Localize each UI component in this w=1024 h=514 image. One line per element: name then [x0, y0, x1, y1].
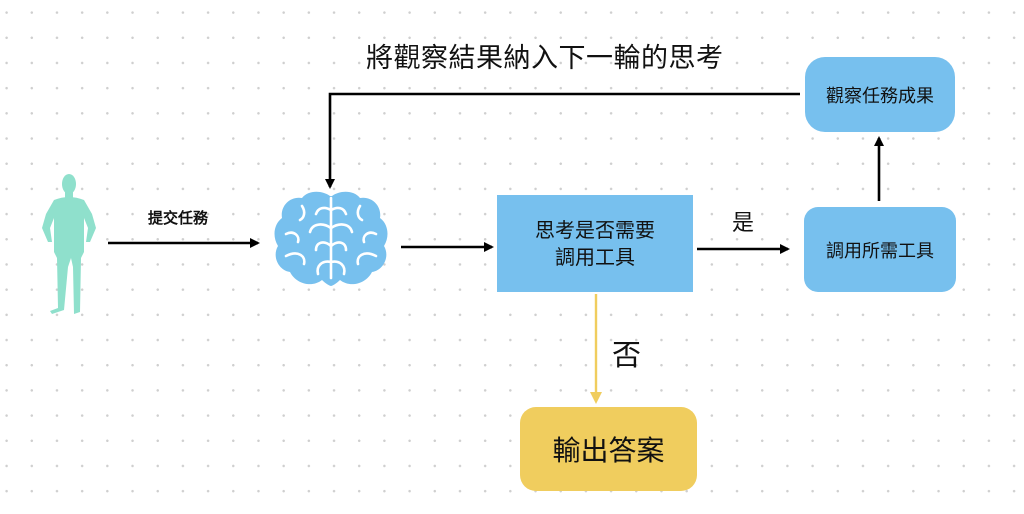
arrow-feedback	[325, 92, 800, 189]
observe-results-node[interactable]: 觀察任務成果	[805, 57, 955, 132]
decide-line-2: 調用工具	[555, 244, 635, 269]
brain-icon	[274, 191, 388, 286]
observe-results-label: 觀察任務成果	[826, 85, 934, 107]
person-icon	[42, 174, 96, 314]
submit-task-label: 提交任務	[148, 209, 209, 227]
call-tools-label: 調用所需工具	[826, 240, 934, 262]
call-tools-node[interactable]: 調用所需工具	[804, 207, 956, 292]
yes-label: 是	[732, 211, 755, 236]
decide-line-1: 思考是否需要	[535, 217, 655, 242]
output-answer-label: 輸出答案	[552, 434, 665, 467]
decide-tool-node[interactable]: 思考是否需要 調用工具	[497, 195, 693, 292]
feedback-label: 將觀察結果納入下一輪的思考	[366, 43, 724, 74]
no-label: 否	[612, 338, 642, 372]
output-answer-node[interactable]: 輸出答案	[520, 407, 697, 491]
